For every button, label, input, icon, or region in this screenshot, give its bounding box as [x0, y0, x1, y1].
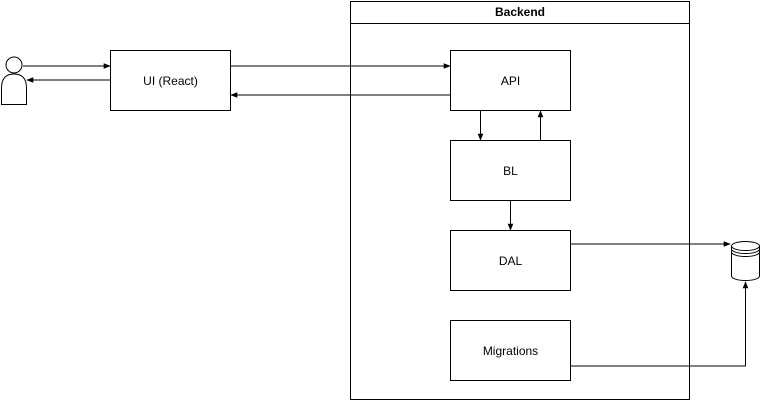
node-ui[interactable]: UI (React) — [110, 50, 231, 111]
user-icon[interactable] — [1, 56, 27, 105]
node-migrations-label: Migrations — [483, 344, 538, 358]
node-api-label: API — [501, 74, 520, 88]
node-bl-label: BL — [503, 164, 518, 178]
node-api[interactable]: API — [450, 50, 571, 111]
backend-container-title: Backend — [495, 5, 545, 19]
node-dal[interactable]: DAL — [450, 230, 571, 291]
node-ui-label: UI (React) — [143, 74, 198, 88]
node-dal-label: DAL — [499, 254, 523, 268]
node-migrations[interactable]: Migrations — [450, 320, 571, 381]
edge-migrations-to-database — [571, 281, 749, 367]
node-bl[interactable]: BL — [450, 140, 571, 201]
database-icon[interactable] — [731, 241, 760, 281]
